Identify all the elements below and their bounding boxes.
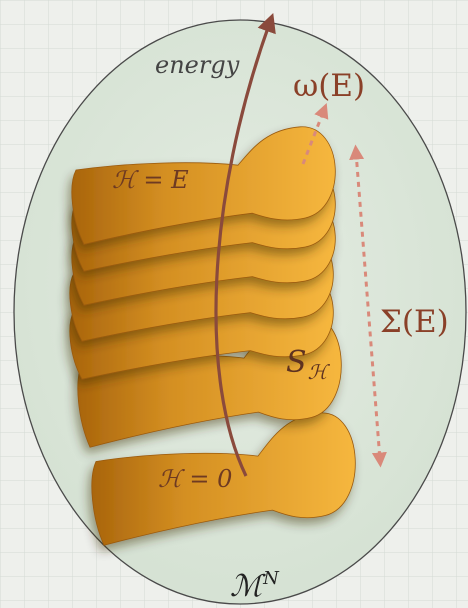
energy-arrow bbox=[214, 12, 276, 477]
manifold-label: ℳN bbox=[230, 568, 280, 604]
omega-label: ω(E) bbox=[293, 68, 365, 104]
slice-h-0 bbox=[91, 412, 356, 546]
manifold-sup: N bbox=[262, 568, 280, 589]
s-h-main: S bbox=[286, 345, 307, 380]
manifold-main: ℳ bbox=[230, 569, 266, 604]
s-h-label: Sℋ bbox=[286, 345, 331, 384]
sigma-arrow bbox=[349, 144, 387, 468]
energy-label: energy bbox=[155, 51, 240, 79]
h-equals-e-label: ℋ = E bbox=[112, 166, 189, 194]
sigma-label: Σ(E) bbox=[380, 304, 449, 340]
s-h-sub: ℋ bbox=[308, 360, 331, 384]
h-equals-0-label: ℋ = 0 bbox=[158, 465, 232, 493]
energy-slices bbox=[69, 126, 356, 546]
